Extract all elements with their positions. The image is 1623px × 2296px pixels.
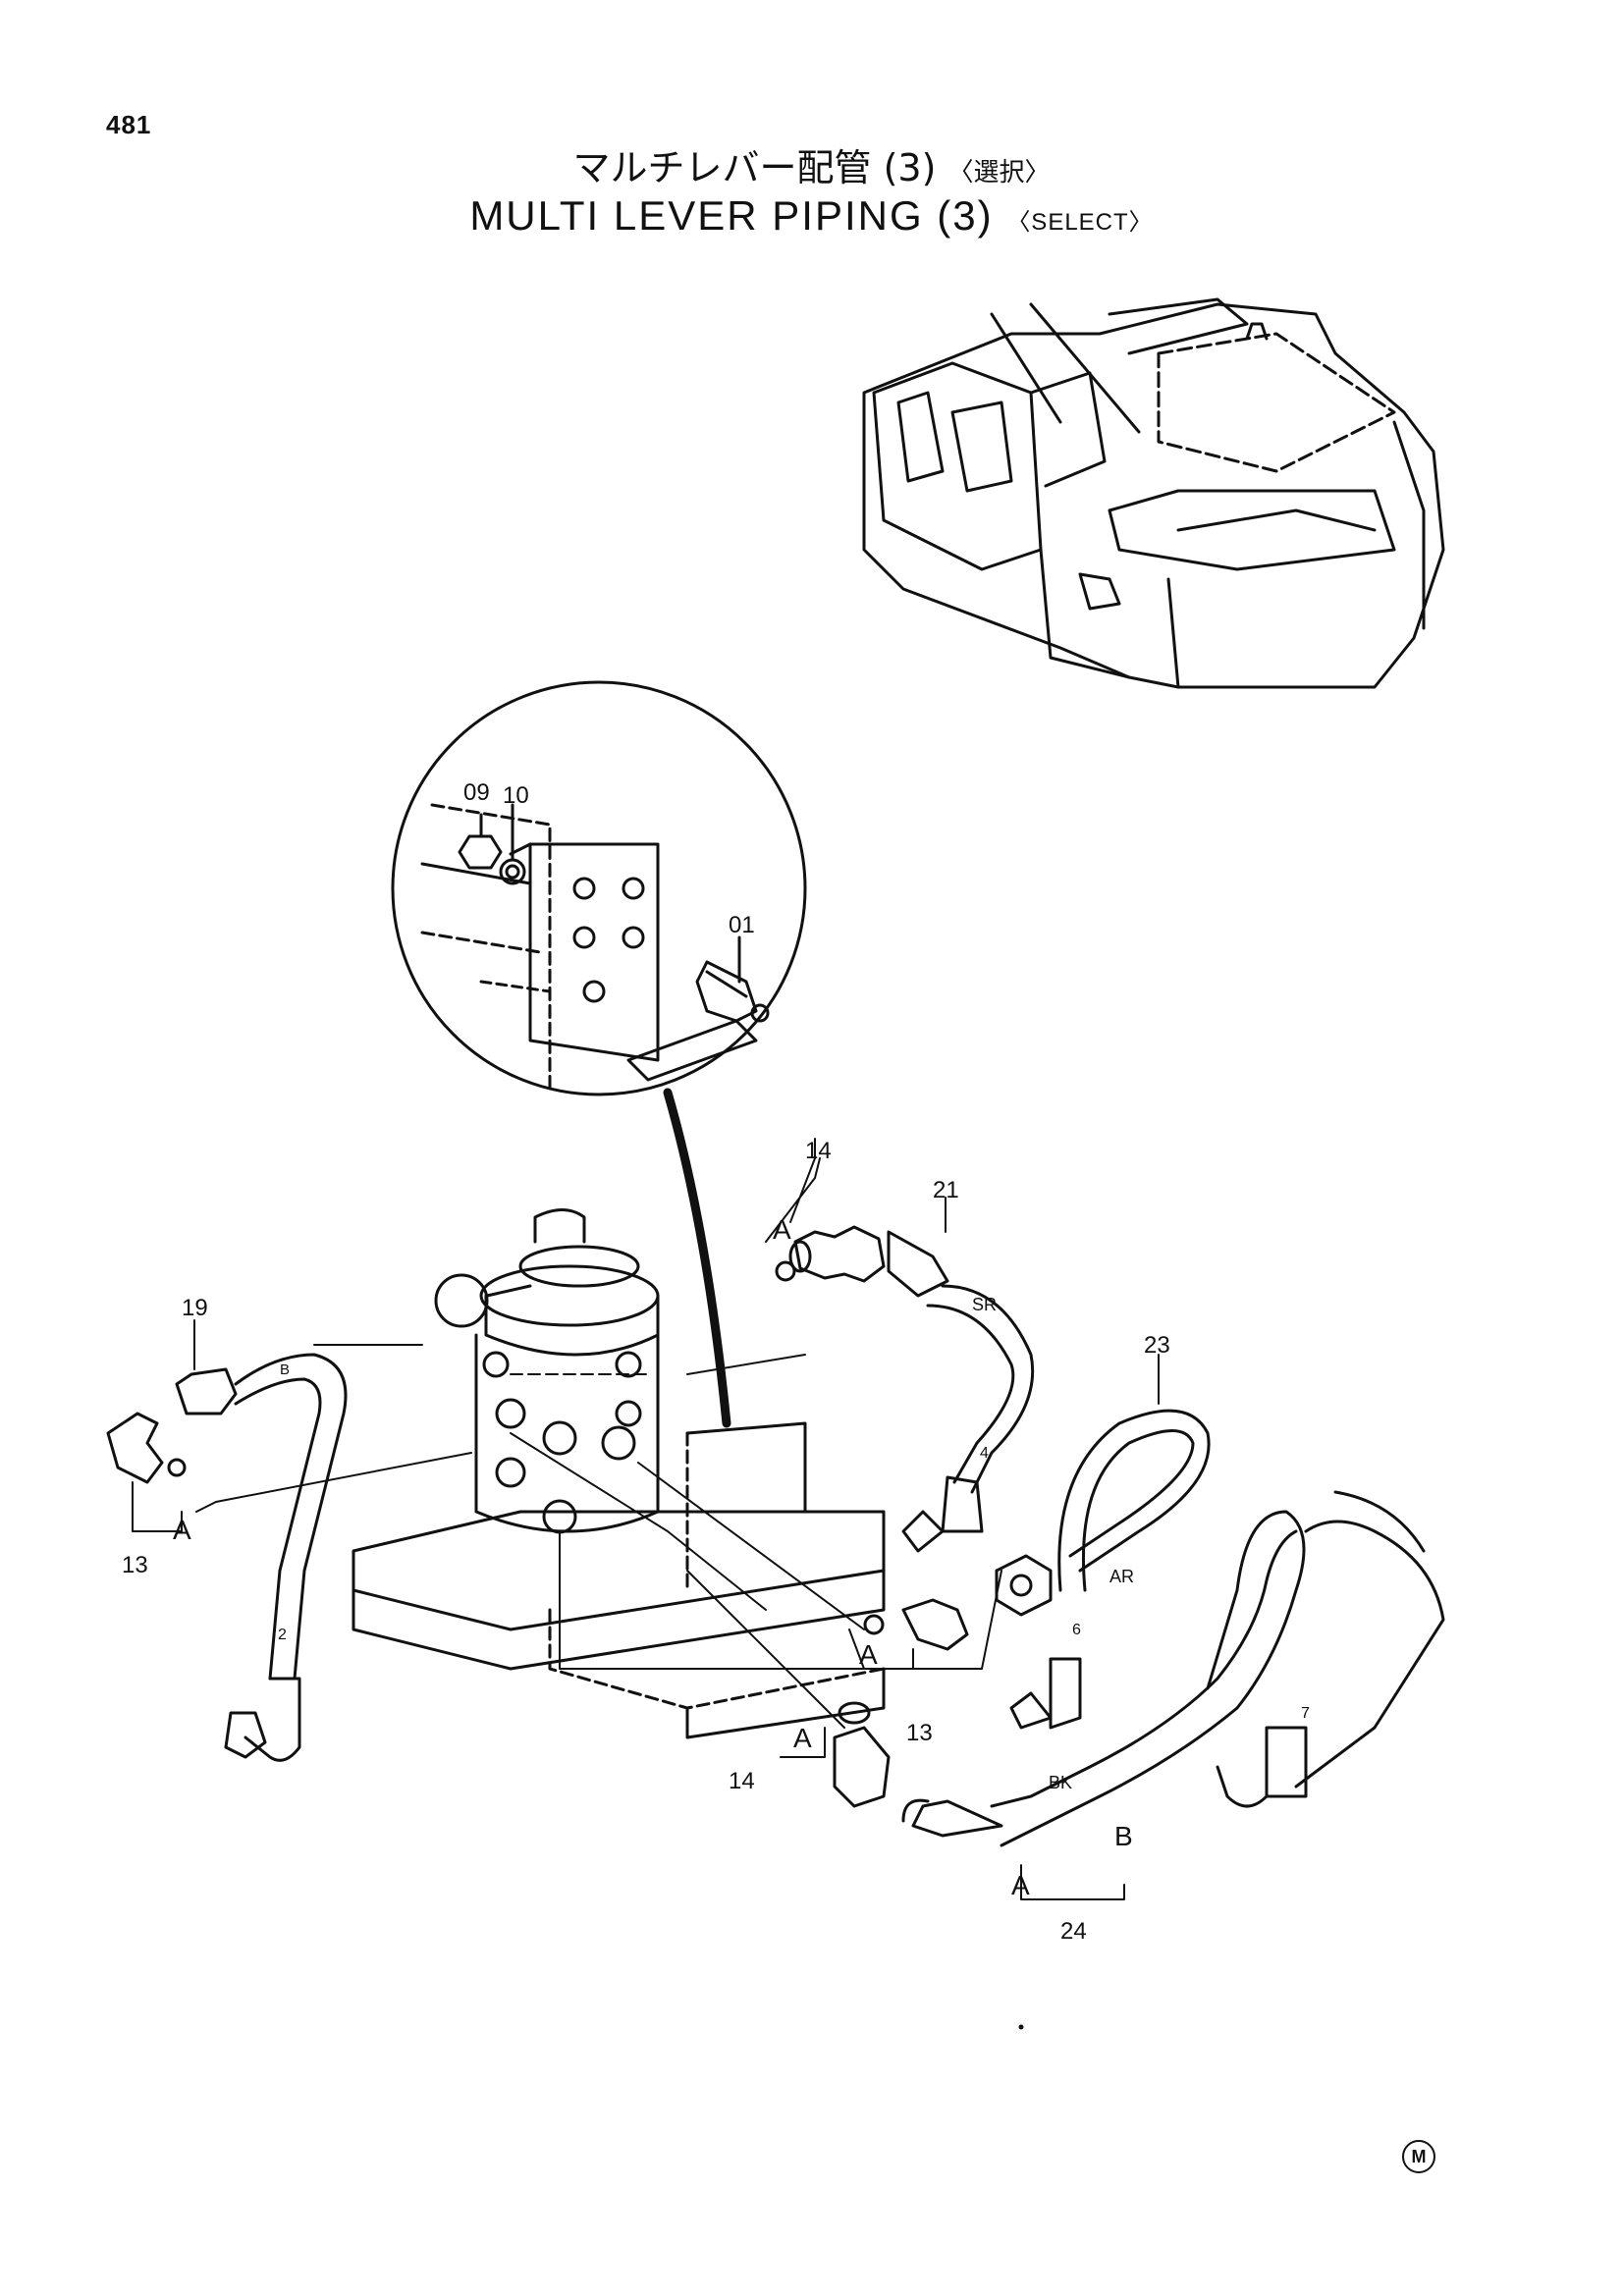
fitting-13-right [863, 1598, 969, 1651]
fitting-14-bottom [833, 1701, 891, 1808]
page-number: 481 [106, 110, 152, 139]
label-24: 24 [1060, 1918, 1087, 1945]
label-09: 09 [463, 779, 490, 806]
leader-lines [132, 1138, 1160, 1900]
mark-a-left: A [173, 1515, 191, 1545]
fitting-14-top [775, 1225, 886, 1283]
label-hose-2: 2 [278, 1627, 287, 1643]
label-14-bottom: 14 [729, 1768, 755, 1794]
hose-21 [887, 1230, 1035, 1553]
label-13-left: 13 [122, 1552, 148, 1578]
label-13-right: 13 [906, 1720, 933, 1746]
hose-23-loop [995, 1409, 1211, 1730]
mark-a-24: A [1011, 1870, 1030, 1900]
label-21: 21 [933, 1177, 959, 1203]
title-japanese: マルチレバー配管 (3) 〈選択〉 [0, 137, 1623, 191]
mark-a-top: A [773, 1214, 791, 1245]
label-14-top: 14 [805, 1138, 832, 1164]
title-japanese-select: 〈選択〉 [947, 158, 1051, 187]
fitting-19-hose-2 [175, 1353, 348, 1762]
label-hose-6: 6 [1072, 1622, 1081, 1638]
title-english-select: 〈SELECT〉 [1006, 209, 1154, 236]
mark-a-bottom: A [793, 1723, 812, 1753]
label-01: 01 [729, 912, 755, 938]
title-english-text: MULTI LEVER PIPING (3) [469, 192, 994, 239]
label-hose-4: 4 [980, 1445, 989, 1462]
mark-bk: BK [1049, 1773, 1072, 1792]
hose-24-coiled [901, 1490, 1445, 1847]
label-10: 10 [503, 782, 529, 809]
label-19: 19 [182, 1295, 208, 1321]
base-plate [352, 1421, 886, 1739]
title-japanese-text: マルチレバー配管 (3) [572, 146, 937, 189]
label-23: 23 [1144, 1332, 1170, 1359]
mark-a-mid: A [859, 1639, 878, 1670]
detail-circle [391, 680, 807, 1096]
mark-ar: AR [1109, 1567, 1134, 1586]
label-hose-7: 7 [1301, 1705, 1310, 1722]
mark-b-small: B [280, 1362, 290, 1378]
mark-sr: SR [972, 1295, 997, 1314]
title-english: MULTI LEVER PIPING (3) 〈SELECT〉 [0, 192, 1623, 240]
multi-lever-valve [434, 1208, 660, 1534]
mark-b-24: B [1114, 1821, 1133, 1851]
elbow-13-left [106, 1412, 187, 1484]
excavator-overview [862, 297, 1445, 689]
corner-mark: M [1402, 2140, 1435, 2173]
